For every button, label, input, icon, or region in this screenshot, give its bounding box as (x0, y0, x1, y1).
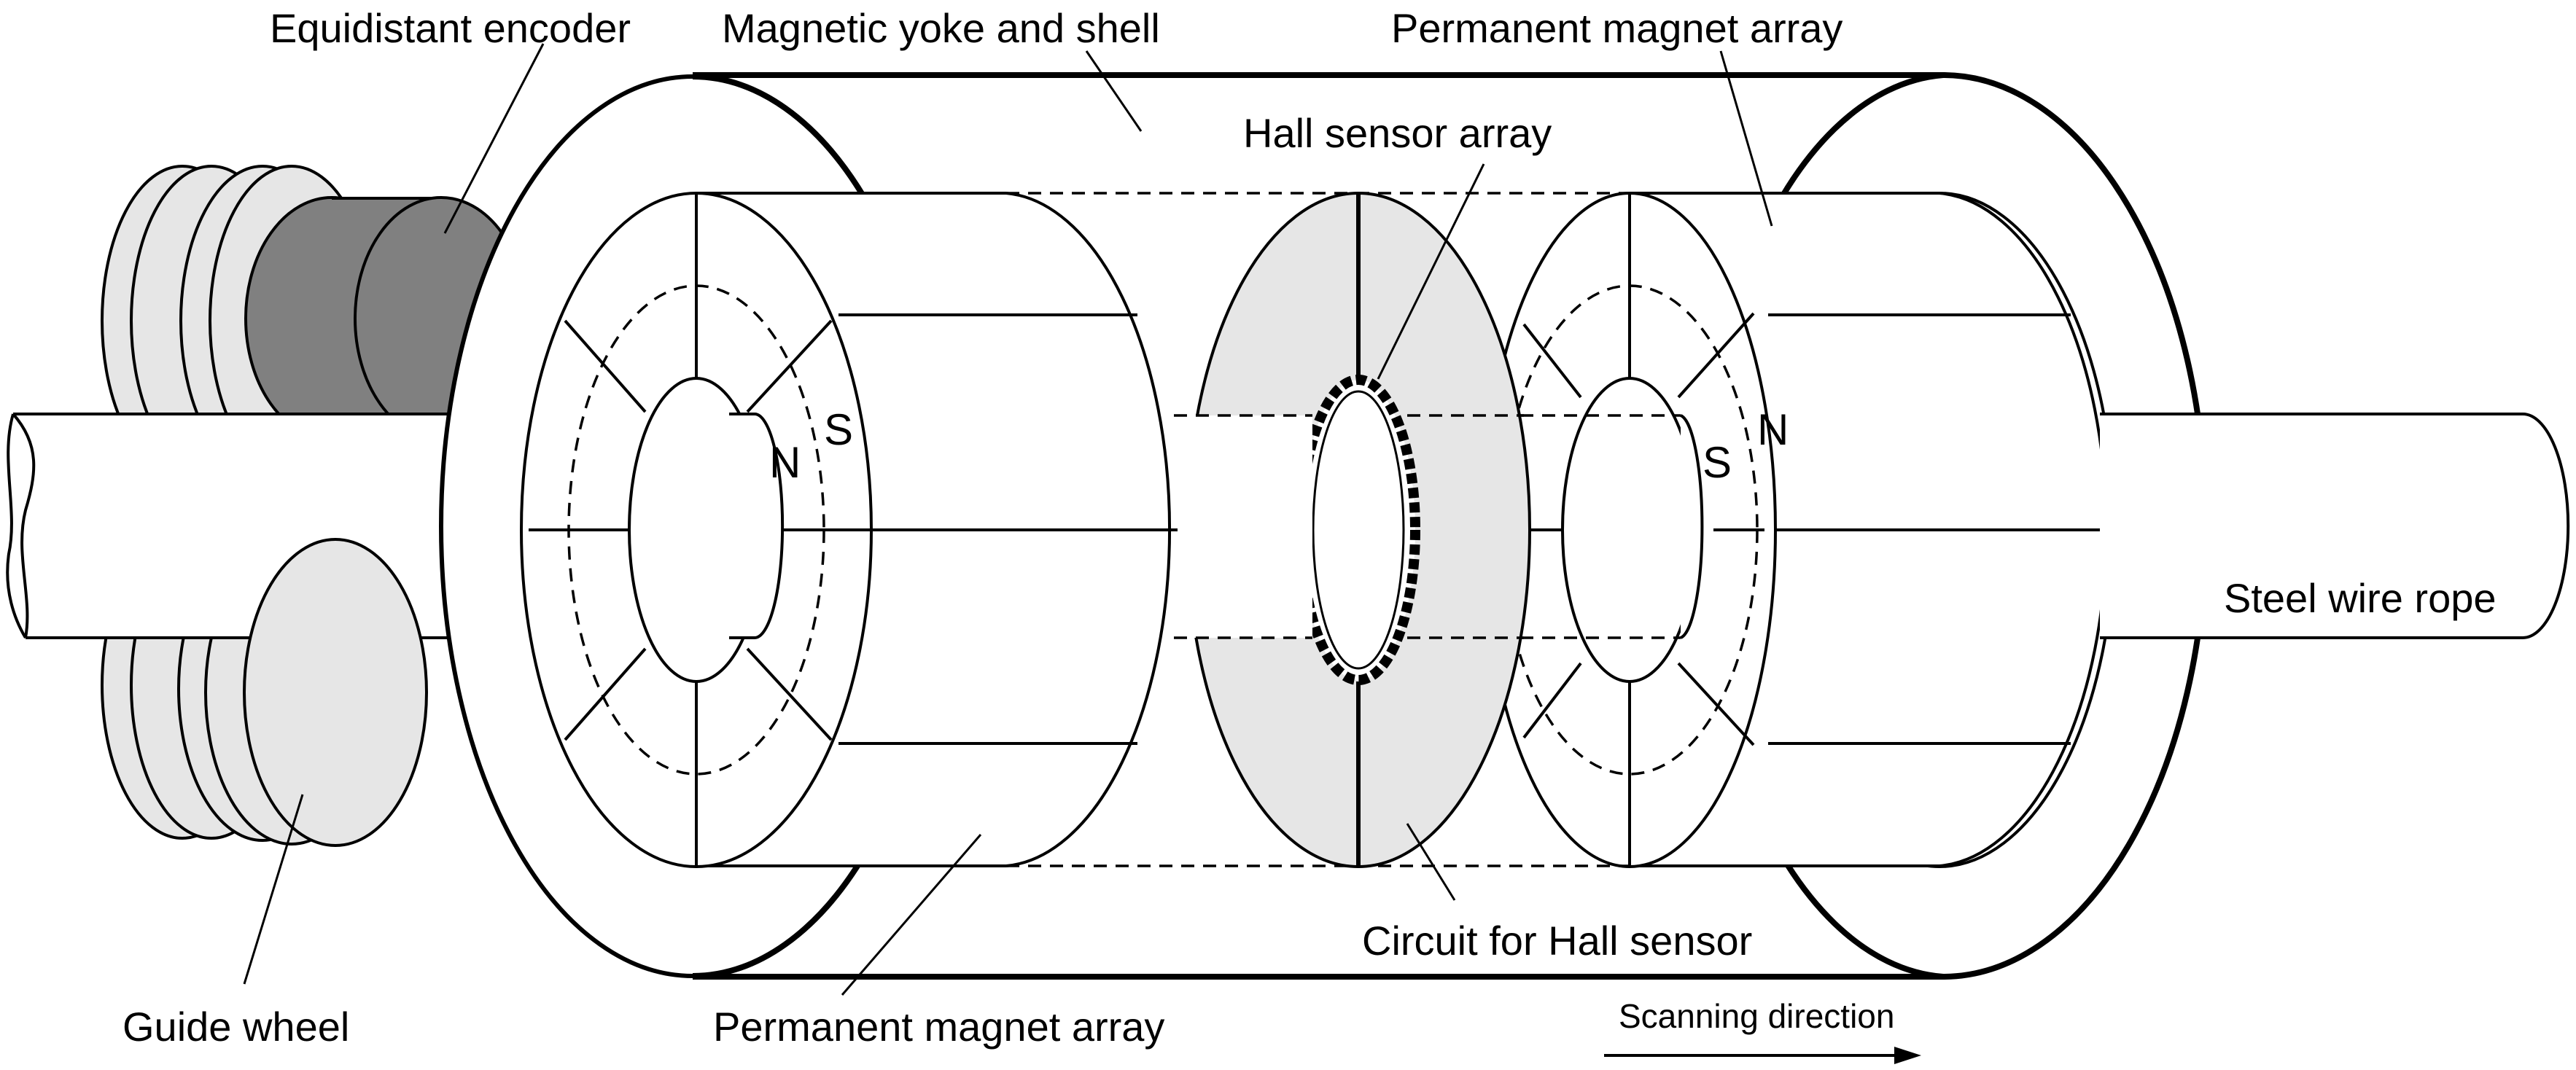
pole-label-left-outer: S (824, 405, 853, 454)
encoder (244, 196, 529, 441)
label-magnet-top: Permanent magnet array (1391, 5, 1842, 51)
label-scan: Scanning direction (1619, 997, 1894, 1035)
scan-arrow-icon (1604, 1047, 1921, 1064)
label-rope: Steel wire rope (2224, 575, 2497, 621)
rope-inside (1174, 414, 1524, 639)
label-guide: Guide wheel (122, 1004, 349, 1050)
pole-label-right-outer: N (1757, 405, 1789, 454)
leader-lines (243, 43, 1773, 996)
magnet-inner-bore (1561, 377, 1698, 683)
rope-end-left (729, 413, 785, 639)
label-hall: Hall sensor array (1243, 110, 1552, 156)
pole-label-right-inner: S (1703, 438, 1732, 487)
guide-wheel-front (243, 538, 428, 847)
label-circuit: Circuit for Hall sensor (1362, 918, 1752, 964)
pole-label-left-inner: N (769, 438, 801, 487)
label-magnet-bottom: Permanent magnet array (713, 1004, 1164, 1050)
magnet-array-left (520, 192, 1178, 868)
magnet-array-right (1482, 192, 2116, 868)
label-yoke: Magnetic yoke and shell (722, 5, 1160, 51)
label-encoder: Equidistant encoder (270, 5, 631, 51)
